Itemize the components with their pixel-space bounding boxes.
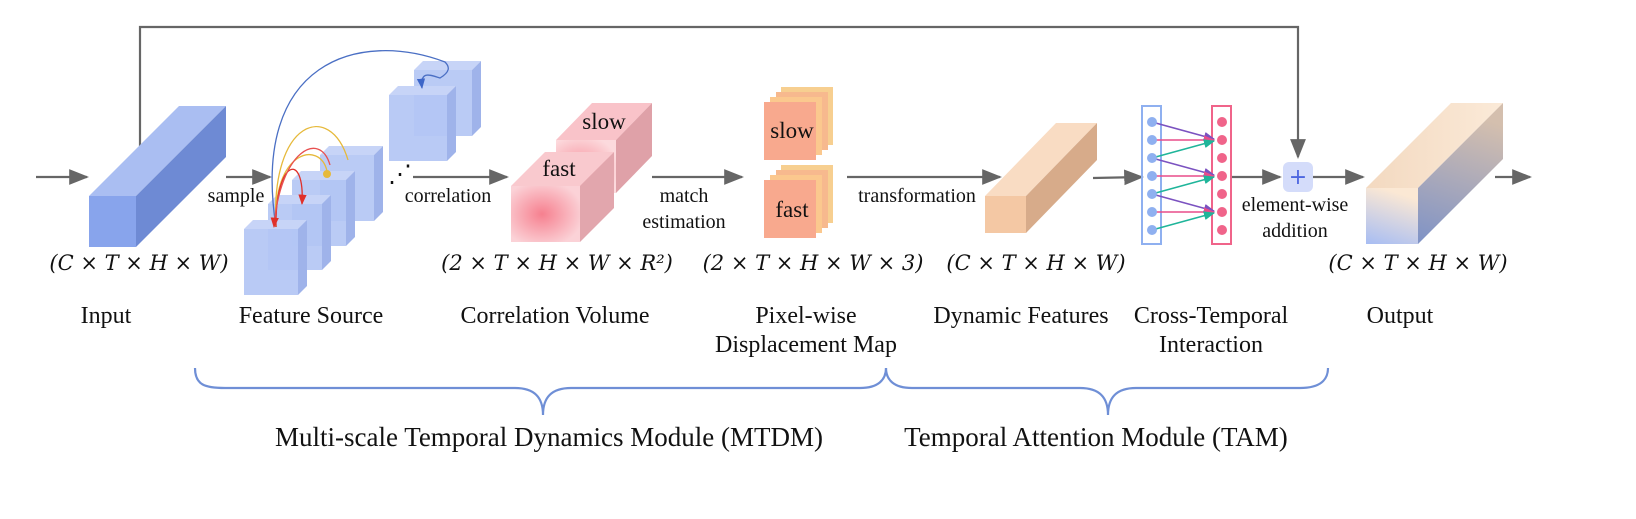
tam-brace: [884, 367, 1330, 416]
feature-frame: [389, 86, 456, 161]
skip-connection: [138, 25, 1306, 159]
feature-source-stack: [244, 61, 481, 295]
add-icon: +: [1283, 162, 1313, 192]
cross-temporal-label-1: Cross-Temporal: [1134, 303, 1289, 329]
mtdm-brace: [193, 367, 888, 416]
output-label: Output: [1367, 303, 1434, 329]
correlation-slow-label: slow: [582, 109, 626, 134]
dynamic-features-label: Dynamic Features: [933, 303, 1108, 329]
correlation-label: correlation: [405, 185, 492, 207]
displacement-dims: (2 × T × H × W × 3): [703, 251, 924, 275]
input-dims: (C × T × H × W): [49, 251, 228, 275]
displacement-label-2: Displacement Map: [715, 332, 897, 358]
add-label-1: element-wise: [1242, 194, 1349, 216]
tam-label: Temporal Attention Module (TAM): [904, 422, 1288, 452]
feature-source-label: Feature Source: [239, 303, 384, 329]
sampling-curves: [270, 50, 449, 229]
match-label-1: match: [660, 185, 709, 207]
svg-text:+: +: [1289, 165, 1307, 190]
transformation-label: transformation: [858, 185, 976, 207]
correlation-fast-cube: [511, 152, 614, 242]
cross-temporal-interaction: [1141, 105, 1232, 245]
displacement-label-1: Pixel-wise: [755, 303, 856, 329]
correlation-fast-label: fast: [542, 156, 576, 181]
displacement-slow-label: slow: [770, 118, 814, 143]
sample-label: sample: [208, 185, 265, 207]
add-label-2: addition: [1262, 220, 1328, 242]
feature-frame: [244, 220, 307, 295]
output-dims: (C × T × H × W): [1328, 251, 1507, 275]
displacement-fast-stack: [764, 165, 833, 238]
match-label-2: estimation: [642, 211, 725, 233]
ellipsis-icon: ⋰: [388, 162, 412, 188]
mtdm-label: Multi-scale Temporal Dynamics Module (MT…: [275, 422, 823, 452]
to-interaction-arrow: [1092, 169, 1144, 186]
displacement-fast-label: fast: [775, 197, 809, 222]
cross-temporal-label-2: Interaction: [1159, 332, 1263, 358]
dynamic-features-dims: (C × T × H × W): [946, 251, 1125, 275]
correlation-dims: (2 × T × H × W × R²): [441, 251, 673, 275]
input-label: Input: [81, 303, 132, 329]
dynamic-features-tensor: [985, 123, 1097, 233]
displacement-slow-stack: [764, 87, 833, 160]
output-tensor: [1366, 103, 1503, 244]
input-tensor: [89, 106, 226, 247]
correlation-volume-label: Correlation Volume: [460, 303, 649, 329]
